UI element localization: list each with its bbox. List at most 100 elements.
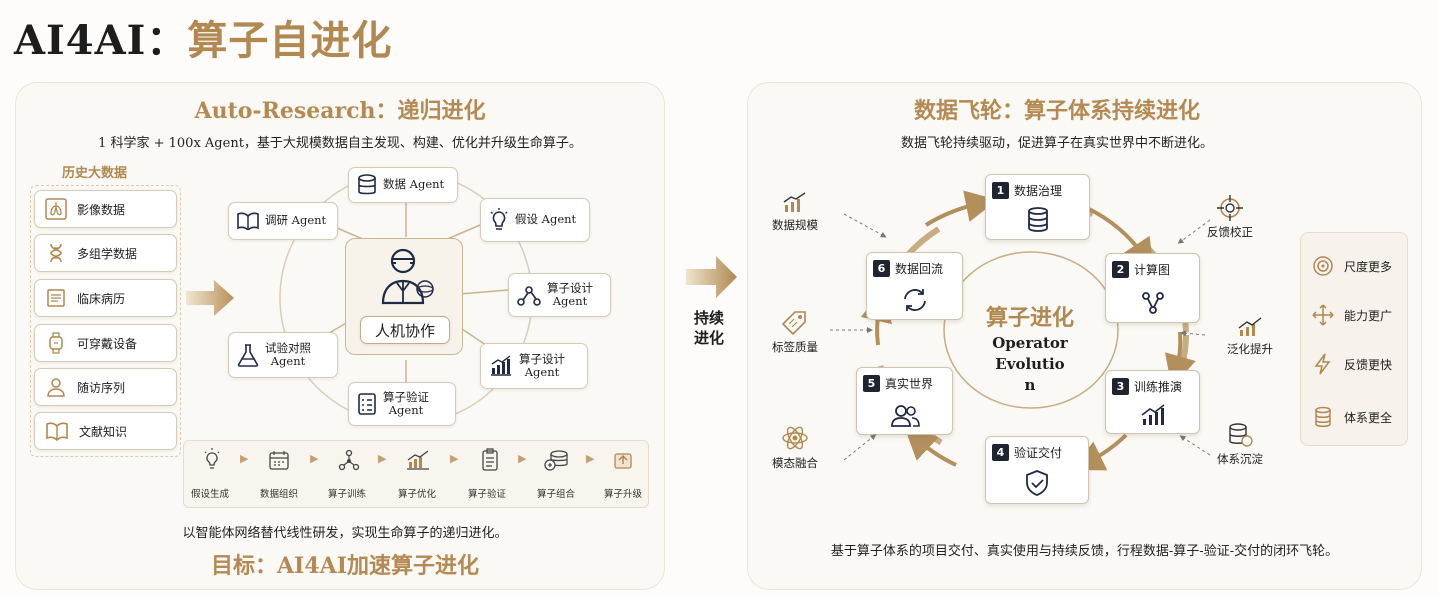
pipeline-arrow-icon: ▶ [310,452,319,465]
agent-label-2: Agent [524,365,560,379]
agent-label-2: Agent [270,354,306,368]
title-cn: 算子自进化 [187,17,393,64]
pipeline-step: 算子验证 [467,489,506,500]
flywheel-step-3: 3 训练推演 [1105,370,1200,434]
trend-icon [407,450,429,470]
step-label: 验证交付 [1014,446,1063,460]
benefit-item: 反馈更快 [1312,353,1392,375]
source-item: 随访序列 [34,368,177,406]
pipeline-arrow-icon: ▶ [378,452,387,465]
center-en-3: n [1024,376,1036,394]
agent-hypothesis: 假设 Agent [480,198,590,242]
bulb-icon [490,208,508,230]
target-icon [1217,195,1243,221]
shield-check-icon [1026,470,1048,496]
watch-icon [49,332,63,354]
records-icon [47,289,65,307]
agent-label-2: Agent [552,294,588,308]
molecule-icon [338,449,360,471]
source-label: 多组学数据 [77,246,138,261]
agent-label: 数据 Agent [383,177,445,192]
pipeline-arrow-icon: ▶ [450,452,459,465]
flywheel-step-6: 6 数据回流 [866,252,963,320]
left-title: Auto-Research：递归进化 [194,98,486,124]
source-label: 可穿戴设备 [77,336,138,351]
agent-label-2: Agent [388,403,424,417]
sources-title: 历史大数据 [62,166,128,181]
agent-label: 试验对照 [265,340,311,355]
refresh-icon [903,289,926,311]
center-label-box: 人机协作 [360,316,450,344]
step-number: 2 [1112,261,1129,278]
bar-chart-icon [783,192,806,212]
left-footer: 以智能体网络替代线性研发，实现生命算子的递归进化。 [182,526,508,541]
step-label: 计算图 [1134,263,1171,277]
atom-icon [782,426,808,450]
source-item: 文献知识 [34,412,177,450]
left-goal: 目标：AI4AI加速算子进化 [210,553,480,579]
left-subtitle: 1 科学家 + 100x Agent，基于大规模数据自主发现、构建、优化并升级生… [98,136,582,151]
source-label: 影像数据 [77,202,126,217]
source-item: 影像数据 [34,190,177,228]
agent-label: 算子验证 [383,389,429,404]
step-label: 数据治理 [1014,184,1063,198]
database-icon [1027,207,1048,232]
step-number: 6 [873,260,890,277]
benefit-label: 能力更广 [1344,308,1393,323]
outer-label: 数据规模 [772,218,818,232]
outer-label: 标签质量 [772,340,818,354]
source-label: 文献知识 [79,424,128,439]
expand-icon [1312,304,1334,326]
lightning-icon [1314,353,1331,375]
step-number: 5 [863,375,880,392]
benefit-label: 尺度更多 [1344,259,1393,274]
users-icon [890,405,920,427]
source-label: 临床病历 [77,291,126,306]
pipeline-step: 数据组织 [259,489,298,500]
center-en-1: Operator [992,334,1068,352]
dna-icon [50,243,62,263]
source-item: 临床病历 [34,279,177,317]
flywheel-step-2: 2 计算图 [1105,253,1200,323]
source-label: 随访序列 [77,380,126,395]
book-icon [46,422,68,442]
calendar-icon [269,451,289,470]
evolve-line-2: 进化 [693,329,724,347]
outer-generalize: 泛化提升 [1218,316,1282,357]
outer-label: 体系沉淀 [1217,452,1263,466]
right-subtitle: 数据飞轮持续驱动，促进算子在真实世界中不断进化。 [900,136,1213,151]
pipeline-arrow-icon: ▶ [240,452,249,465]
outer-label: 模态融合 [772,456,818,470]
database-icon [1315,406,1331,427]
pipeline-arrow-icon: ▶ [518,452,527,465]
title-en: AI4AI： [14,17,188,64]
flywheel-step-4: 4 验证交付 [985,436,1089,504]
flywheel-step-5: 5 真实世界 [856,367,953,435]
agent-label: 假设 Agent [515,212,577,227]
step-number: 3 [1112,378,1129,395]
patient-icon [47,378,65,397]
book-open-icon [237,212,259,230]
checklist-icon [358,393,376,415]
outer-label: 反馈校正 [1207,225,1253,239]
step-label: 训练推演 [1134,380,1183,394]
bar-chart-icon [491,355,511,376]
outer-label-quality: 标签质量 [762,310,828,355]
agent-label: 调研 Agent [265,213,327,228]
benefit-item: 体系更全 [1312,406,1392,428]
flywheel-center-en: Operator Evolutio n [960,333,1100,396]
source-item: 可穿戴设备 [34,324,177,362]
step-label: 真实世界 [885,377,934,391]
agent-label: 算子设计 [519,351,565,366]
benefit-item: 能力更广 [1312,304,1392,326]
outer-feedback: 反馈校正 [1198,195,1262,240]
step-number: 1 [992,182,1009,199]
pipeline-step: 算子组合 [536,489,575,500]
flywheel-center-cn: 算子进化 [985,305,1074,331]
center-en-2: Evolutio [995,355,1065,373]
flask-icon [237,344,259,367]
outer-fusion: 模态融合 [764,424,826,471]
evolve-label: 持续 进化 [684,308,734,348]
